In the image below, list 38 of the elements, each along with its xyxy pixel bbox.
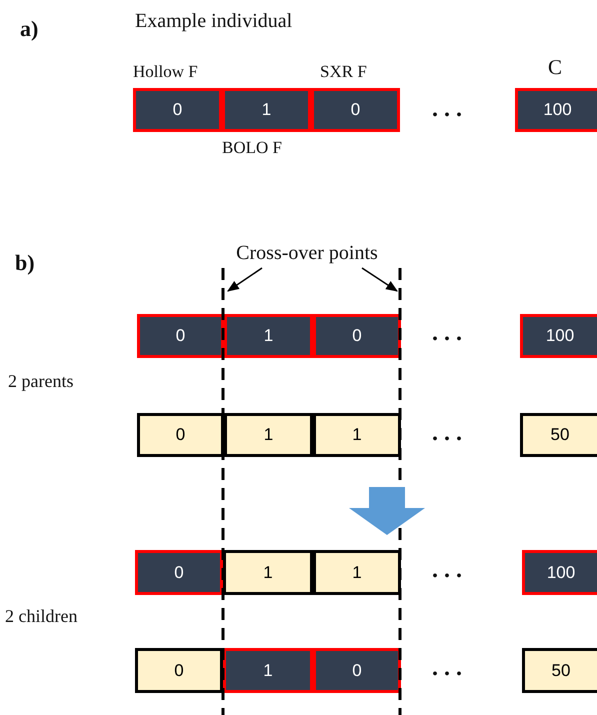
gene-label: C [548, 55, 562, 80]
gene-label: Hollow F [133, 62, 198, 82]
gene-cell: 1 [223, 648, 313, 693]
gene-cell: 1 [313, 550, 401, 595]
ellipsis: . . . [432, 557, 462, 584]
gene-cell: 1 [313, 413, 401, 457]
row-label: 2 children [5, 606, 78, 627]
gene-cell: 50 [520, 413, 597, 457]
ellipsis: . . . [432, 96, 462, 123]
gene-cell: 100 [522, 550, 597, 595]
block-arrow [349, 487, 425, 535]
gene-cell: 1 [223, 550, 313, 595]
gene-cell: 0 [311, 88, 400, 132]
leader-arrow [227, 267, 262, 292]
gene-cell: 0 [313, 648, 401, 693]
gene-cell: 0 [137, 413, 224, 457]
gene-label: BOLO F [222, 138, 282, 158]
gene-cell: 1 [224, 314, 313, 358]
panel-label: b) [15, 250, 35, 276]
leader-arrow [362, 267, 398, 292]
gene-cell: 0 [137, 314, 224, 358]
ellipsis: . . . [432, 420, 462, 447]
ellipsis: . . . [432, 320, 462, 347]
gene-cell: 100 [515, 88, 597, 132]
gene-cell: 0 [135, 648, 223, 693]
row-label: 2 parents [8, 371, 74, 392]
gene-cell: 1 [224, 413, 313, 457]
panel-title: Example individual [135, 10, 292, 33]
gene-cell: 50 [522, 648, 597, 693]
gene-cell: 100 [520, 314, 597, 358]
gene-cell: 1 [222, 88, 311, 132]
gene-cell: 0 [135, 550, 223, 595]
ellipsis: . . . [432, 655, 462, 682]
gene-cell: 0 [313, 314, 401, 358]
gene-cell: 0 [133, 88, 222, 132]
annotation-text: Cross-over points [212, 242, 402, 268]
gene-label: SXR F [320, 62, 367, 82]
panel-label: a) [20, 16, 38, 42]
